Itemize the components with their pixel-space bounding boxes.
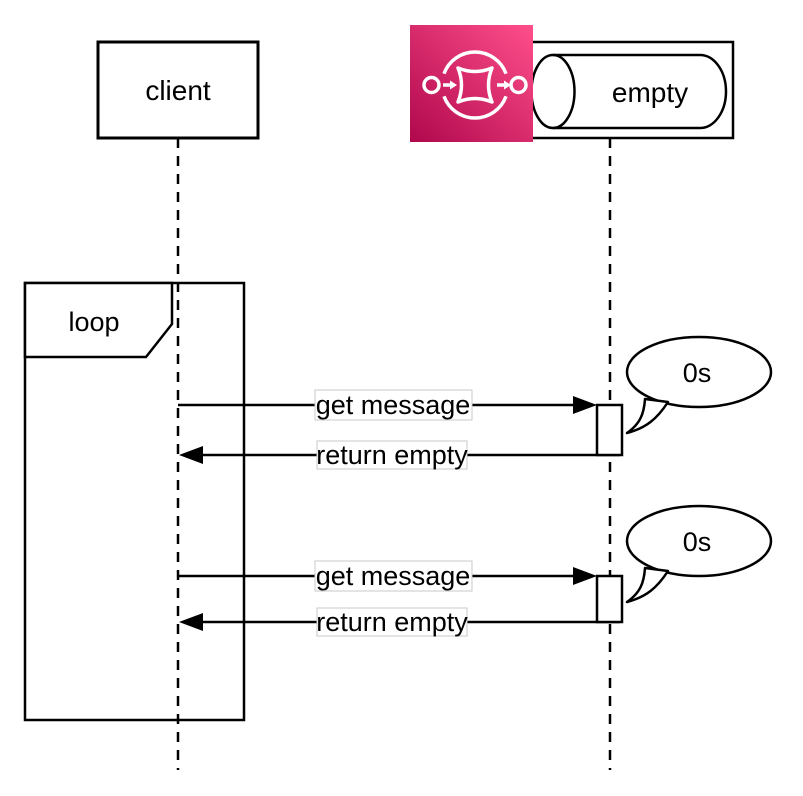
loop-label-tab bbox=[23, 281, 174, 359]
sqs-glyph-queue-shape bbox=[456, 66, 494, 104]
actor-client-label: client bbox=[145, 75, 211, 106]
message-arrowhead-icon bbox=[573, 567, 597, 585]
speech-bubble-tail bbox=[625, 397, 670, 435]
loop-label: loop bbox=[68, 307, 119, 337]
queue-cylinder-body bbox=[553, 53, 728, 130]
actor-queue: empty bbox=[410, 25, 735, 142]
message-label-3: get message bbox=[314, 560, 473, 592]
activation-bar bbox=[595, 403, 624, 457]
sqs-glyph-right-arrowhead bbox=[504, 80, 511, 90]
sqs-icon-glyph bbox=[422, 50, 528, 120]
speech-bubble bbox=[625, 504, 773, 578]
message-label: get message bbox=[316, 390, 471, 420]
note-bubble-2: 0s bbox=[625, 504, 773, 604]
sqs-glyph-circle-bottom-arc bbox=[442, 95, 508, 120]
message-label: get message bbox=[316, 561, 471, 591]
sqs-icon-background bbox=[410, 25, 533, 142]
message-arrowhead-icon bbox=[573, 396, 597, 414]
note-bubble-1: 0s bbox=[625, 335, 773, 435]
message-label-box bbox=[314, 389, 473, 421]
aws-sqs-icon bbox=[410, 25, 533, 142]
message-label-4: return empty bbox=[316, 607, 468, 637]
sqs-glyph-circle-top-arc bbox=[442, 50, 508, 75]
message-label: return empty bbox=[316, 440, 468, 470]
loop-fragment: loop bbox=[23, 281, 246, 722]
actor-client-box bbox=[96, 40, 260, 140]
sqs-glyph-left-node bbox=[422, 75, 441, 95]
actor-client: client bbox=[96, 40, 260, 140]
actor-queue-label: empty bbox=[612, 77, 688, 108]
message-arrowhead-icon bbox=[179, 446, 203, 464]
message-label-box bbox=[316, 440, 468, 470]
message-label-2: return empty bbox=[316, 440, 468, 470]
sqs-glyph-left-arrowhead bbox=[450, 80, 457, 90]
note-text: 0s bbox=[683, 527, 712, 557]
note-text: 0s bbox=[683, 358, 712, 388]
message-arrowhead-icon bbox=[179, 613, 203, 631]
message-label-1: get message bbox=[314, 389, 473, 421]
activation-bar bbox=[595, 574, 624, 624]
message-label-box bbox=[316, 607, 468, 637]
message-label-box bbox=[314, 560, 473, 592]
speech-bubble-tail bbox=[625, 566, 670, 604]
speech-bubble bbox=[625, 335, 773, 409]
message-label: return empty bbox=[316, 607, 468, 637]
